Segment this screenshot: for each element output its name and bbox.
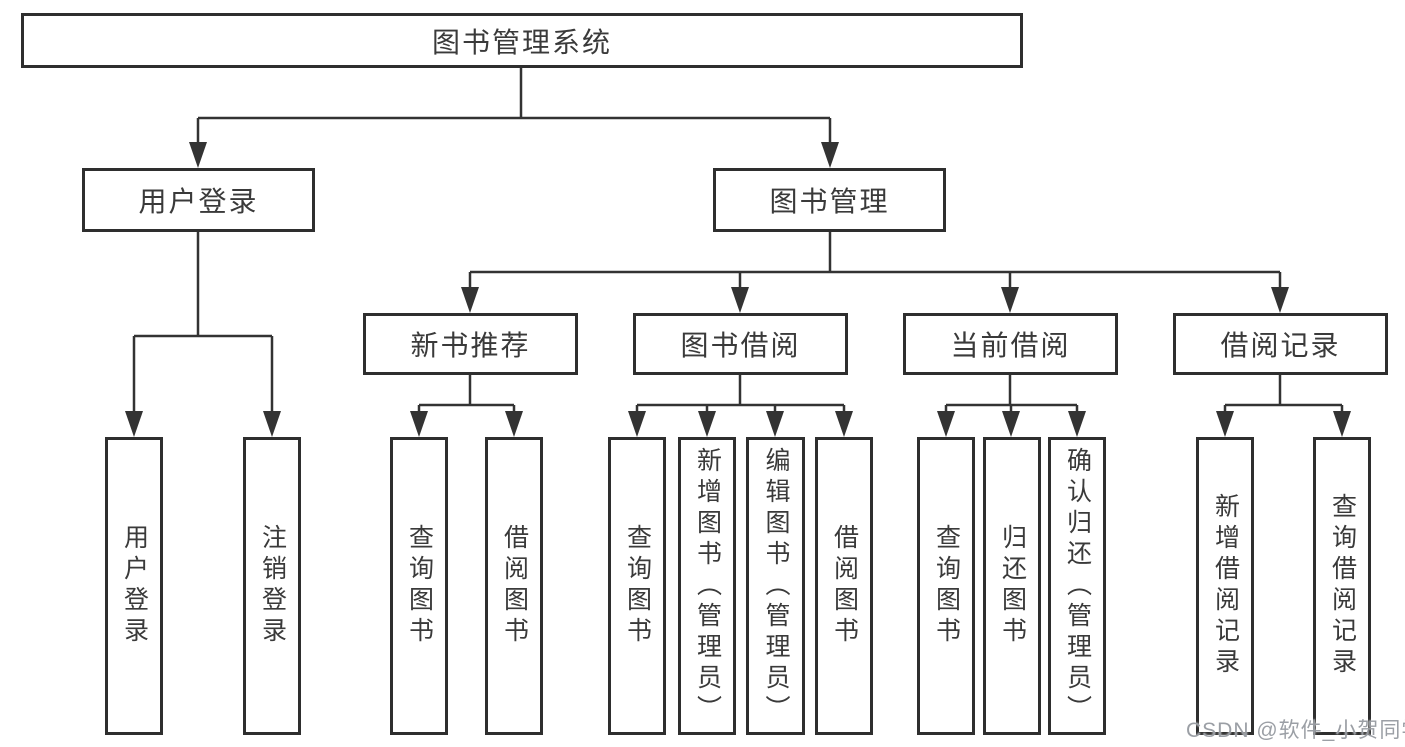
node-user-login: 用户登录 [82,168,315,232]
node-library-management-system: 图书管理系统 [21,13,1023,68]
leaf-label: 借阅图书 [830,524,859,648]
node-label: 当前借阅 [950,330,1071,361]
node-book-management: 图书管理 [713,168,946,232]
leaf-label: 借阅图书 [500,524,529,648]
leaf-borrow-books: 借阅图书 [815,437,873,735]
leaf-query-books-borrow: 查询图书 [608,437,666,735]
leaf-query-borrow-record: 查询借阅记录 [1313,437,1371,735]
leaf-confirm-return-admin: 确认归还（管理员） [1048,437,1106,735]
leaf-label: 查询图书 [623,524,652,648]
leaf-return-books: 归还图书 [983,437,1041,735]
leaf-user-login: 用户登录 [105,437,163,735]
leaf-edit-books-admin: 编辑图书（管理员） [746,437,805,735]
leaf-label: 查询图书 [932,524,961,648]
node-borrow-records: 借阅记录 [1173,313,1388,375]
node-label: 用户登录 [138,186,259,217]
node-label: 新书推荐 [410,330,531,361]
leaf-label: 用户登录 [120,524,149,648]
leaf-label: 注销登录 [258,524,287,648]
connector-borrow-records-to-leaves [1216,375,1351,437]
node-label: 图书借阅 [680,330,801,361]
leaf-label: 编辑图书（管理员） [762,446,790,726]
leaf-logout: 注销登录 [243,437,301,735]
leaf-label: 查询借阅记录 [1328,493,1357,679]
leaf-label: 归还图书 [998,524,1027,648]
leaf-label: 新增借阅记录 [1211,493,1240,679]
node-label: 图书管理 [769,186,890,217]
connector-root-to-level2 [189,68,839,168]
leaf-query-books-recommend: 查询图书 [390,437,448,735]
connector-user-login-to-leaves [125,232,281,437]
node-label: 借阅记录 [1220,330,1341,361]
watermark: CSDN @软件_小贺同学 [1186,719,1405,742]
connector-current-borrow-to-leaves [937,375,1086,437]
connector-book-management-to-level3 [461,232,1289,313]
node-new-book-recommend: 新书推荐 [363,313,578,375]
leaf-label: 确认归还（管理员） [1063,446,1092,726]
connector-book-borrow-to-leaves [628,375,853,437]
leaf-add-borrow-record: 新增借阅记录 [1196,437,1254,735]
leaf-label: 新增图书（管理员） [693,446,722,726]
node-label: 图书管理系统 [431,26,612,58]
leaf-add-books-admin: 新增图书（管理员） [678,437,736,735]
node-book-borrow: 图书借阅 [633,313,848,375]
leaf-borrow-books-recommend: 借阅图书 [485,437,543,735]
node-current-borrow: 当前借阅 [903,313,1118,375]
leaf-label: 查询图书 [405,524,434,648]
leaf-query-books-current: 查询图书 [917,437,975,735]
connector-new-book-recommend-to-leaves [410,375,523,437]
